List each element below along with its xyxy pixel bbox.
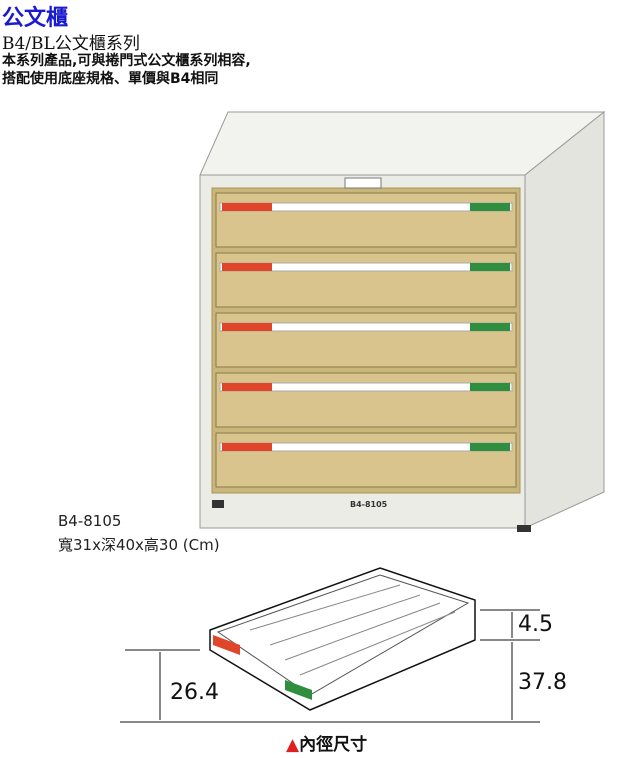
- series-subtitle: B4/BL公文櫃系列: [2, 34, 140, 54]
- tray-inner: [216, 574, 470, 696]
- model-number: B4-8105: [58, 512, 122, 530]
- drawer[interactable]: [215, 252, 517, 308]
- dimension-height-top: 4.5: [518, 612, 553, 637]
- page-title: 公文櫃: [2, 5, 69, 31]
- inner-dimension-caption: ▲內徑尺寸: [286, 735, 368, 755]
- triangle-icon: ▲: [286, 735, 300, 755]
- green-tab: [470, 263, 510, 271]
- drawer-label-strip: [219, 442, 513, 452]
- drawer-label-strip: [219, 322, 513, 332]
- cabinet-foot: [212, 500, 224, 508]
- drawer[interactable]: [215, 192, 517, 248]
- drawer-label-strip: [219, 202, 513, 212]
- green-tab: [470, 383, 510, 391]
- drawer[interactable]: [215, 432, 517, 488]
- red-tab: [222, 323, 272, 331]
- cabinet-foot: [517, 525, 531, 532]
- dimension-depth: 37.8: [518, 670, 567, 695]
- green-tab: [470, 203, 510, 211]
- description-line-2: 搭配使用底座規格、單價與B4相同: [2, 71, 219, 87]
- red-tab: [213, 635, 240, 655]
- drawer[interactable]: [215, 372, 517, 428]
- description-line-1: 本系列產品,可與捲門式公文櫃系列相容,: [2, 53, 251, 69]
- green-tab: [470, 323, 510, 331]
- red-tab: [222, 383, 272, 391]
- green-tab: [285, 680, 312, 700]
- green-tab: [470, 443, 510, 451]
- drawer-label-strip: [219, 262, 513, 272]
- red-tab: [222, 203, 272, 211]
- product-dimensions: 寬31x深40x高30 (Cm): [58, 536, 220, 554]
- cabinet-side: [524, 110, 605, 529]
- drawer-label-strip: [219, 382, 513, 392]
- red-tab: [222, 263, 272, 271]
- front-label: B4-8105: [350, 500, 388, 509]
- brand-badge: [344, 177, 382, 189]
- dimension-width: 26.4: [170, 680, 219, 705]
- drawer[interactable]: [215, 312, 517, 368]
- red-tab: [222, 443, 272, 451]
- description: 本系列產品,可與捲門式公文櫃系列相容, 搭配使用底座規格、單價與B4相同: [2, 52, 251, 88]
